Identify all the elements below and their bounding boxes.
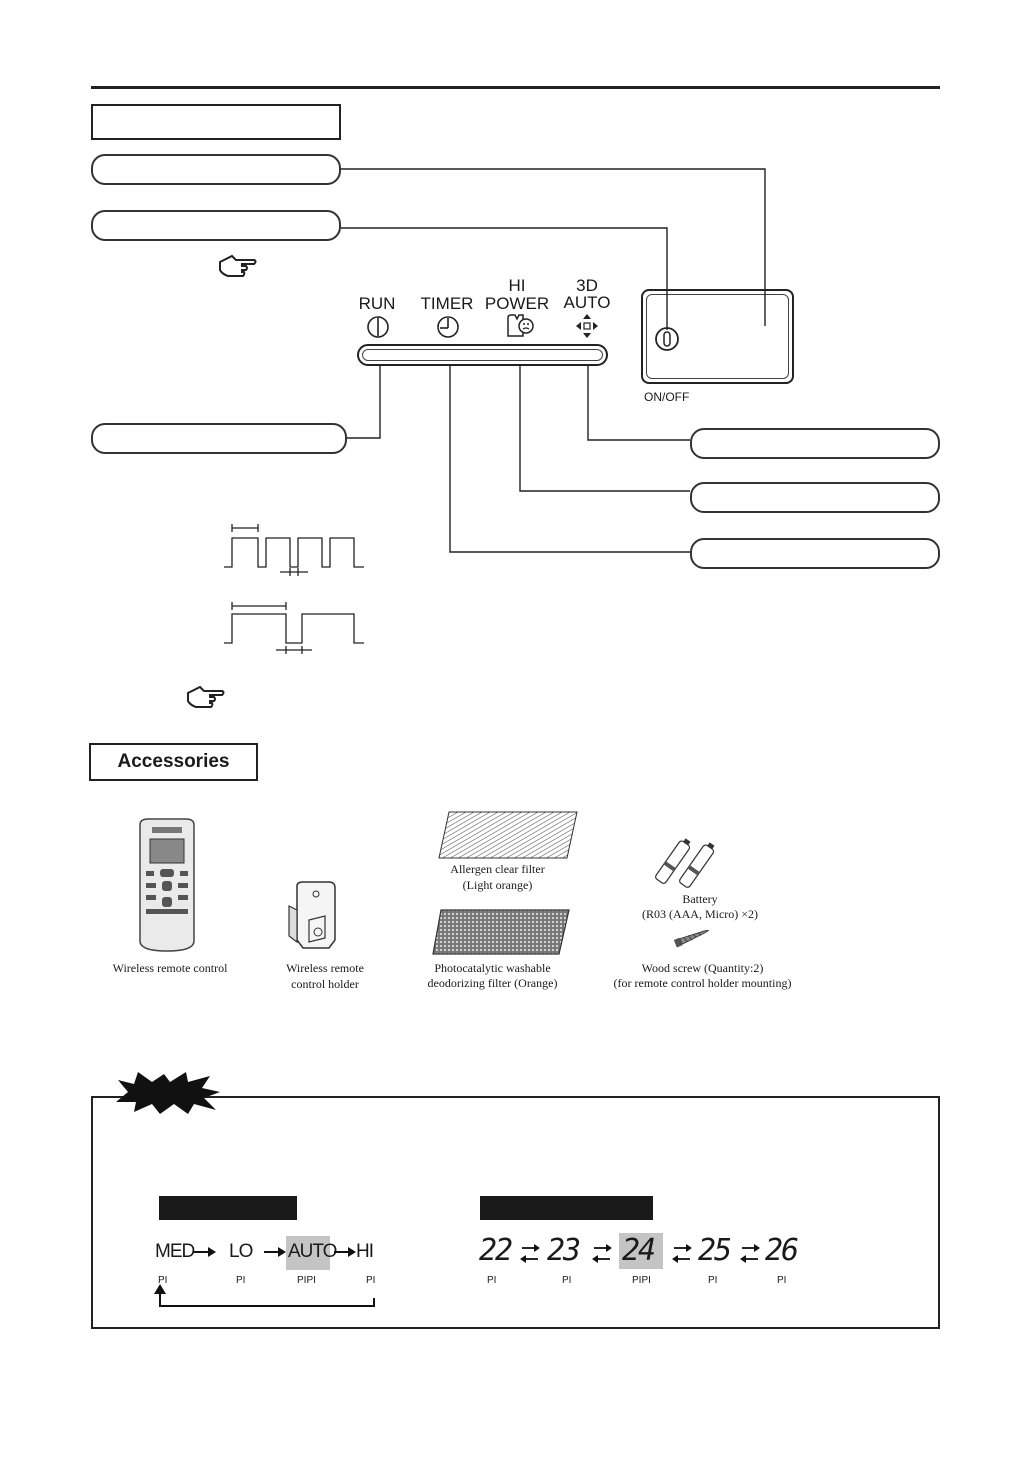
top-rule [91, 86, 940, 89]
auto-lamp-label-bottom: AUTO [563, 293, 611, 312]
section-header-box [91, 104, 341, 140]
temp-step-24-highlight [619, 1233, 663, 1269]
temp-step-26: 26 [765, 1233, 799, 1268]
run-icon [367, 316, 389, 338]
screw-caption-line1: Wood screw (Quantity:2) [641, 961, 764, 975]
starburst-badge [116, 1072, 220, 1114]
allergen-caption-line1: Allergen clear filter [450, 862, 545, 876]
callout-pill-timer [690, 538, 940, 569]
temp-beep-3: PIPI [632, 1275, 651, 1286]
battery-caption-line2: (R03 (AAA, Micro) ×2) [641, 907, 759, 921]
fan-beep-1: PI [158, 1275, 168, 1286]
auto-lamp-label-top: 3D [576, 276, 598, 295]
allergen-caption-line2: (Light orange) [462, 878, 533, 892]
fan-beep-4: PI [366, 1275, 376, 1286]
fan-step-auto-highlight [286, 1236, 330, 1270]
temp-step-24: 24 [622, 1233, 656, 1268]
holder-caption-line2: control holder [291, 977, 359, 991]
timer-clock-icon [437, 316, 459, 338]
photocatalytic-caption-line2: deodorizing filter (Orange) [427, 976, 558, 990]
onoff-label: ON/OFF [644, 390, 690, 404]
battery-image [655, 838, 715, 888]
fan-step-med: MED [155, 1241, 195, 1262]
allergen-filter-image [438, 811, 578, 859]
fan-step-hi: HI [356, 1241, 374, 1262]
fan-speed-title-bar [159, 1196, 297, 1220]
temp-sequence-arrows [520, 1244, 760, 1263]
hipower-face-icon [507, 314, 534, 337]
temp-step-25: 25 [698, 1233, 732, 1268]
callout-pill-run [91, 423, 347, 454]
accessories-heading-box [89, 743, 258, 781]
3d-auto-arrows-icon [576, 314, 598, 338]
photocatalytic-filter-image [432, 909, 570, 955]
fan-beep-2: PI [236, 1275, 246, 1286]
temp-step-23: 23 [547, 1233, 581, 1268]
leader-lines [341, 168, 766, 553]
hipower-lamp-label-top: HI [508, 276, 526, 295]
callout-pill-auto [690, 428, 940, 459]
blink-timing-diagram-fast [224, 524, 364, 576]
fan-step-auto: AUTO [288, 1241, 337, 1262]
battery-caption-line1: Battery [682, 892, 718, 906]
remote-holder-image [288, 881, 336, 949]
temp-beep-4: PI [708, 1275, 718, 1286]
wood-screw-image [673, 929, 709, 948]
holder-caption-line1: Wireless remote [286, 961, 364, 975]
temp-step-22: 22 [479, 1233, 513, 1268]
fan-beep-3: PIPI [297, 1275, 316, 1286]
temp-beep-2: PI [562, 1275, 572, 1286]
temp-beep-1: PI [487, 1275, 497, 1286]
switch-panel [641, 289, 794, 384]
callout-pill-1 [91, 154, 341, 185]
fan-sequence-arrows [154, 1247, 375, 1307]
remote-caption: Wireless remote control [112, 961, 228, 975]
run-lamp-label: RUN [358, 294, 396, 313]
remote-control-image [139, 818, 195, 952]
screw-caption-line2: (for remote control holder mounting) [613, 976, 792, 990]
temperature-title-bar [480, 1196, 653, 1220]
accessories-heading: Accessories [117, 751, 230, 772]
callout-pill-hipower [690, 482, 940, 513]
hipower-lamp-label-bottom: POWER [484, 294, 550, 313]
fan-step-lo: LO [229, 1241, 253, 1262]
timer-lamp-label: TIMER [420, 294, 474, 313]
pointing-hand-icon [219, 254, 257, 277]
callout-pill-2 [91, 210, 341, 241]
pointing-hand-icon [187, 685, 225, 708]
blink-timing-diagram-slow [224, 602, 364, 654]
indicator-panel [357, 344, 608, 366]
temp-beep-5: PI [777, 1275, 787, 1286]
photocatalytic-caption-line1: Photocatalytic washable [434, 961, 551, 975]
